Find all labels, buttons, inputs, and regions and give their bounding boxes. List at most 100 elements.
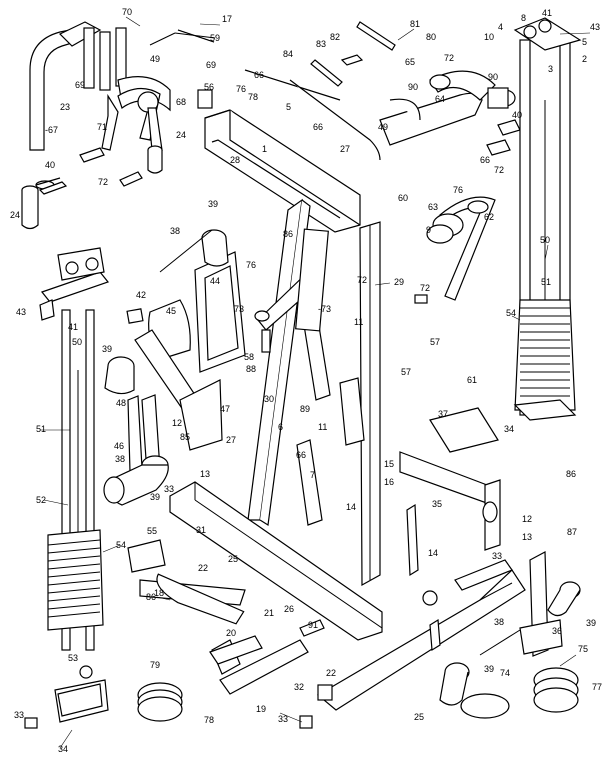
label-68: 68 — [176, 97, 186, 107]
label-13a: 13 — [200, 469, 210, 479]
label-16: 16 — [384, 477, 394, 487]
label-12b: 12 — [522, 514, 532, 524]
label-49: 49 — [150, 54, 160, 64]
label-65: 65 — [405, 57, 415, 67]
label-27: 27 — [340, 144, 350, 154]
label-88: 88 — [246, 364, 256, 374]
label-51b: 51 — [36, 424, 46, 434]
label-37: 37 — [438, 409, 448, 419]
label-57b: 57 — [401, 367, 411, 377]
label-60: 60 — [398, 193, 408, 203]
label-47: 47 — [220, 404, 230, 414]
label-59: 59 — [210, 33, 220, 43]
label-66a: 66 — [254, 70, 264, 80]
leader-lines — [40, 16, 591, 749]
label-62: 62 — [484, 212, 494, 222]
label-72a: 72 — [98, 177, 108, 187]
label-10: 10 — [484, 32, 494, 42]
label-48: 48 — [116, 398, 126, 408]
label-33b: 33 — [492, 551, 502, 561]
label-71: 71 — [97, 122, 107, 132]
label-53: 53 — [68, 653, 78, 663]
label-86b: 86 — [566, 469, 576, 479]
label-78: 78 — [248, 92, 258, 102]
label-66b: 66 — [313, 122, 323, 132]
label-46: 46 — [114, 441, 124, 451]
label-49b: 49 — [378, 122, 388, 132]
label-21: 21 — [264, 608, 274, 618]
label-52: 52 — [36, 495, 46, 505]
label-39e: 39 — [484, 664, 494, 674]
label-51a: 51 — [541, 277, 551, 287]
label-2: 2 — [582, 54, 587, 64]
label-91: 91 — [308, 620, 318, 630]
label-11a: 11 — [354, 317, 363, 327]
top-center-parts — [177, 21, 396, 233]
label-8: 8 — [521, 13, 526, 23]
label-25b: 25 — [414, 712, 424, 722]
label-76c: 76 — [246, 260, 256, 270]
label-29: 29 — [394, 277, 404, 287]
label-20: 20 — [226, 628, 236, 638]
label-33d: 33 — [14, 710, 24, 720]
label-76b: 76 — [453, 185, 463, 195]
label-19: 19 — [256, 704, 266, 714]
label-69a: 69 — [75, 80, 85, 90]
label-75: 75 — [578, 644, 588, 654]
label-80: 80 — [426, 32, 436, 42]
label-14b: 14 — [428, 548, 438, 558]
label-50b: 50 — [72, 337, 82, 347]
label-81: 81 — [410, 19, 420, 29]
label-33c: 33 — [278, 714, 288, 724]
label-7: 7 — [310, 470, 315, 480]
label-40a: 40 — [45, 160, 55, 170]
label-28: 28 — [230, 155, 240, 165]
label-6: 6 — [278, 422, 283, 432]
label-63: 63 — [428, 202, 438, 212]
label-44: 44 — [210, 276, 220, 286]
label-33a: 33 — [164, 484, 174, 494]
callout-labels: 70 17 59 81 80 10 8 41 43 4 5 2 3 49 69 … — [10, 7, 602, 754]
label-41: 41 — [542, 8, 552, 18]
label-34b: 34 — [58, 744, 68, 754]
label-23: 23 — [60, 102, 70, 112]
label-54a: 54 — [506, 308, 516, 318]
label-35: 35 — [432, 499, 442, 509]
label-90b: 90 — [488, 72, 498, 82]
label-67: -67 — [45, 125, 58, 135]
label-76a: 76 — [236, 84, 246, 94]
label-72b: 72 — [444, 53, 454, 63]
label-83: 83 — [316, 39, 326, 49]
label-5: 5 — [582, 37, 587, 47]
label-18: 18 — [154, 588, 164, 598]
label-57a: 57 — [430, 337, 440, 347]
label-40b: 40 — [512, 110, 522, 120]
label-78b: 78 — [204, 715, 214, 725]
label-58: 58 — [244, 352, 254, 362]
label-17: 17 — [222, 14, 232, 24]
weight-tower-right — [513, 17, 582, 421]
label-89: 89 — [300, 404, 310, 414]
label-4: 4 — [498, 22, 503, 32]
label-25a: 25 — [228, 554, 238, 564]
label-87: 87 — [567, 527, 577, 537]
label-54b: 54 — [116, 540, 126, 550]
label-1: 1 — [262, 144, 267, 154]
label-66c: 66 — [480, 155, 490, 165]
label-39b: 39 — [102, 344, 112, 354]
label-69b: 69 — [206, 60, 216, 70]
label-70: 70 — [122, 7, 132, 17]
label-85: 85 — [180, 432, 190, 442]
label-36: 36 — [552, 626, 562, 636]
label-31: 31 — [196, 525, 206, 535]
label-5b: 5 — [286, 102, 291, 112]
label-73a: 73 — [234, 304, 244, 314]
label-12a: 12 — [172, 418, 182, 428]
label-43: 43 — [590, 22, 600, 32]
label-9: 9 — [426, 225, 431, 235]
label-55: 55 — [147, 526, 157, 536]
label-73b: -73 — [318, 304, 331, 314]
label-39c: 39 — [150, 492, 160, 502]
press-arm-assembly — [21, 21, 216, 230]
